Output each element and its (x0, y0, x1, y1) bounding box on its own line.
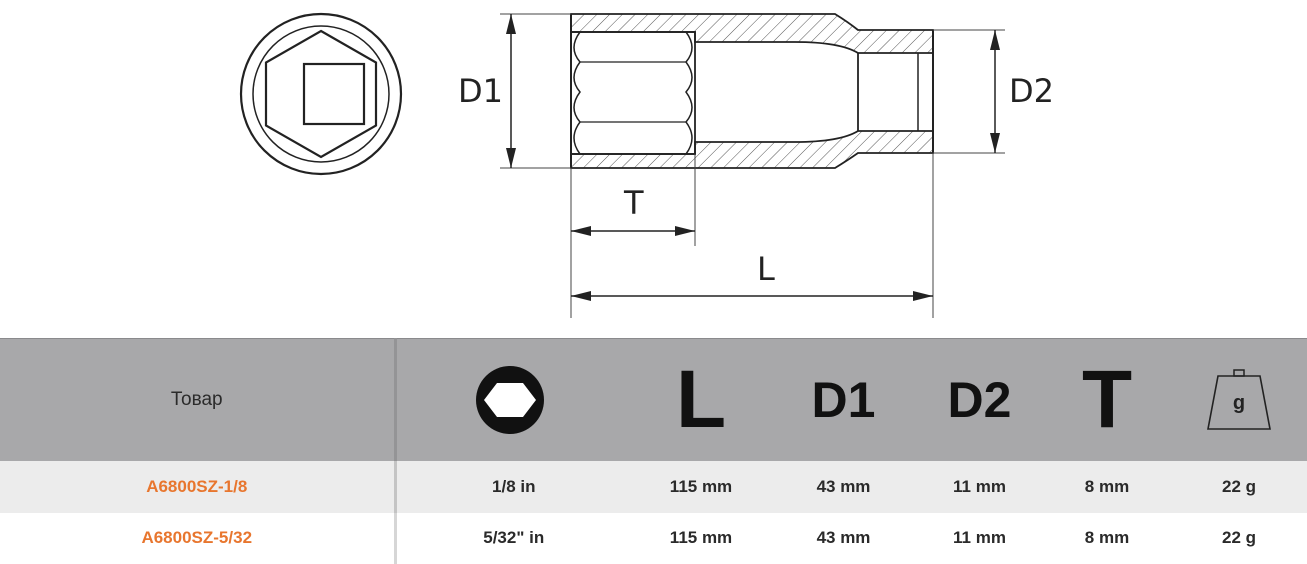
depth-cell: 8 mm (1043, 512, 1171, 564)
outer-diameter-1-icon: D1 (771, 338, 916, 461)
socket-technical-drawing: D1 D2 T L (239, 12, 1054, 318)
hexagon-drive-icon (395, 338, 631, 461)
table-header: Товар L D1 D2 T (0, 338, 1307, 461)
size-cell: 1/8 in (395, 461, 631, 513)
weight-cell: 22 g (1171, 461, 1307, 513)
d2-label: D2 (1009, 72, 1054, 110)
socket-section-view (570, 13, 934, 169)
weight-icon: g (1171, 338, 1307, 461)
d2-cell: 11 mm (916, 512, 1043, 564)
product-sku-link[interactable]: A6800SZ-5/32 (0, 512, 397, 564)
l-label: L (757, 250, 775, 288)
product-sku-link[interactable]: A6800SZ-1/8 (0, 461, 397, 513)
outer-diameter-2-icon: D2 (916, 338, 1043, 461)
socket-end-view (239, 12, 403, 176)
d1-cell: 43 mm (771, 461, 916, 513)
length-cell: 115 mm (631, 512, 771, 564)
d2-cell: 11 mm (916, 461, 1043, 513)
table-row: A6800SZ-1/8 1/8 in 115 mm 43 mm 11 mm 8 … (0, 461, 1307, 513)
length-cell: 115 mm (631, 461, 771, 513)
d1-label: D1 (458, 72, 503, 110)
socket-depth-icon: T (1043, 338, 1171, 461)
d1-cell: 43 mm (771, 512, 916, 564)
dimension-lines (500, 13, 1005, 318)
length-icon: L (631, 338, 771, 461)
size-cell: 5/32" in (395, 512, 631, 564)
spec-table: Товар L D1 D2 T (0, 338, 1307, 564)
t-label: T (623, 184, 644, 222)
svg-text:g: g (1233, 392, 1245, 414)
depth-cell: 8 mm (1043, 461, 1171, 513)
weight-cell: 22 g (1171, 512, 1307, 564)
table-row: A6800SZ-5/32 5/32" in 115 mm 43 mm 11 mm… (0, 512, 1307, 564)
product-column-header: Товар (0, 338, 397, 461)
